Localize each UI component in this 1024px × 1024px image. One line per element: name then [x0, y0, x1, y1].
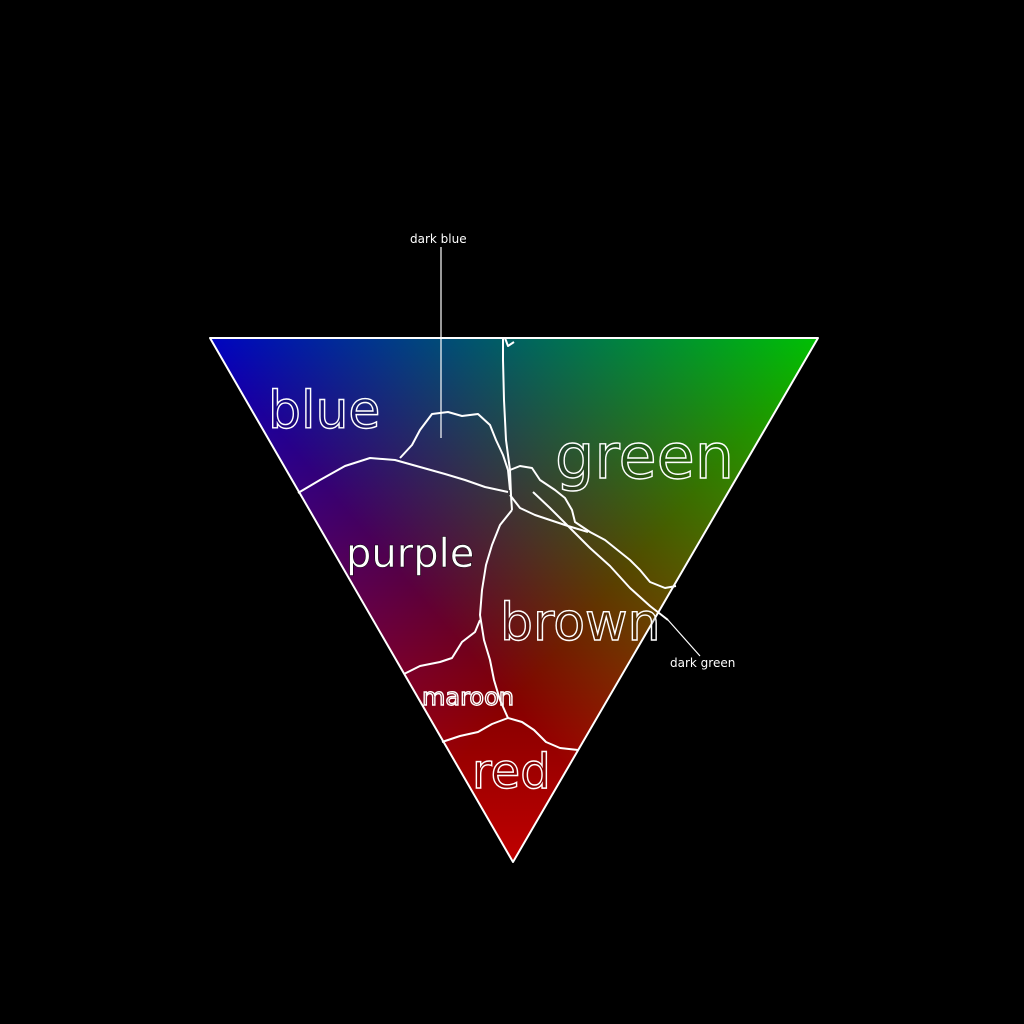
dark-green-leader-line — [667, 619, 701, 657]
maroon-red-boundary — [441, 717, 579, 751]
purple-brown-boundary — [509, 494, 589, 533]
dark-green-boundary — [532, 491, 669, 621]
green-label: green — [555, 420, 734, 493]
region-labels: blue green purple brown maroon red dark … — [267, 232, 735, 801]
blue-label: blue — [268, 381, 380, 441]
maroon-label: maroon — [422, 683, 514, 711]
triangle-outline — [209, 337, 819, 863]
dark-blue-label: dark blue — [410, 232, 467, 246]
green-brown-boundary — [509, 465, 677, 589]
purple-label: purple — [346, 531, 474, 577]
purple-maroon-boundary — [403, 619, 481, 675]
red-label: red — [472, 744, 551, 800]
top-notch — [504, 337, 515, 347]
purple-brown-vertical-boundary — [479, 509, 513, 719]
blue-purple-boundary — [297, 457, 509, 494]
dark-blue-boundary — [399, 411, 511, 491]
brown-label: brown — [500, 593, 661, 653]
region-boundaries — [297, 337, 677, 751]
color-field — [210, 338, 818, 862]
dark-green-label: dark green — [670, 656, 735, 670]
